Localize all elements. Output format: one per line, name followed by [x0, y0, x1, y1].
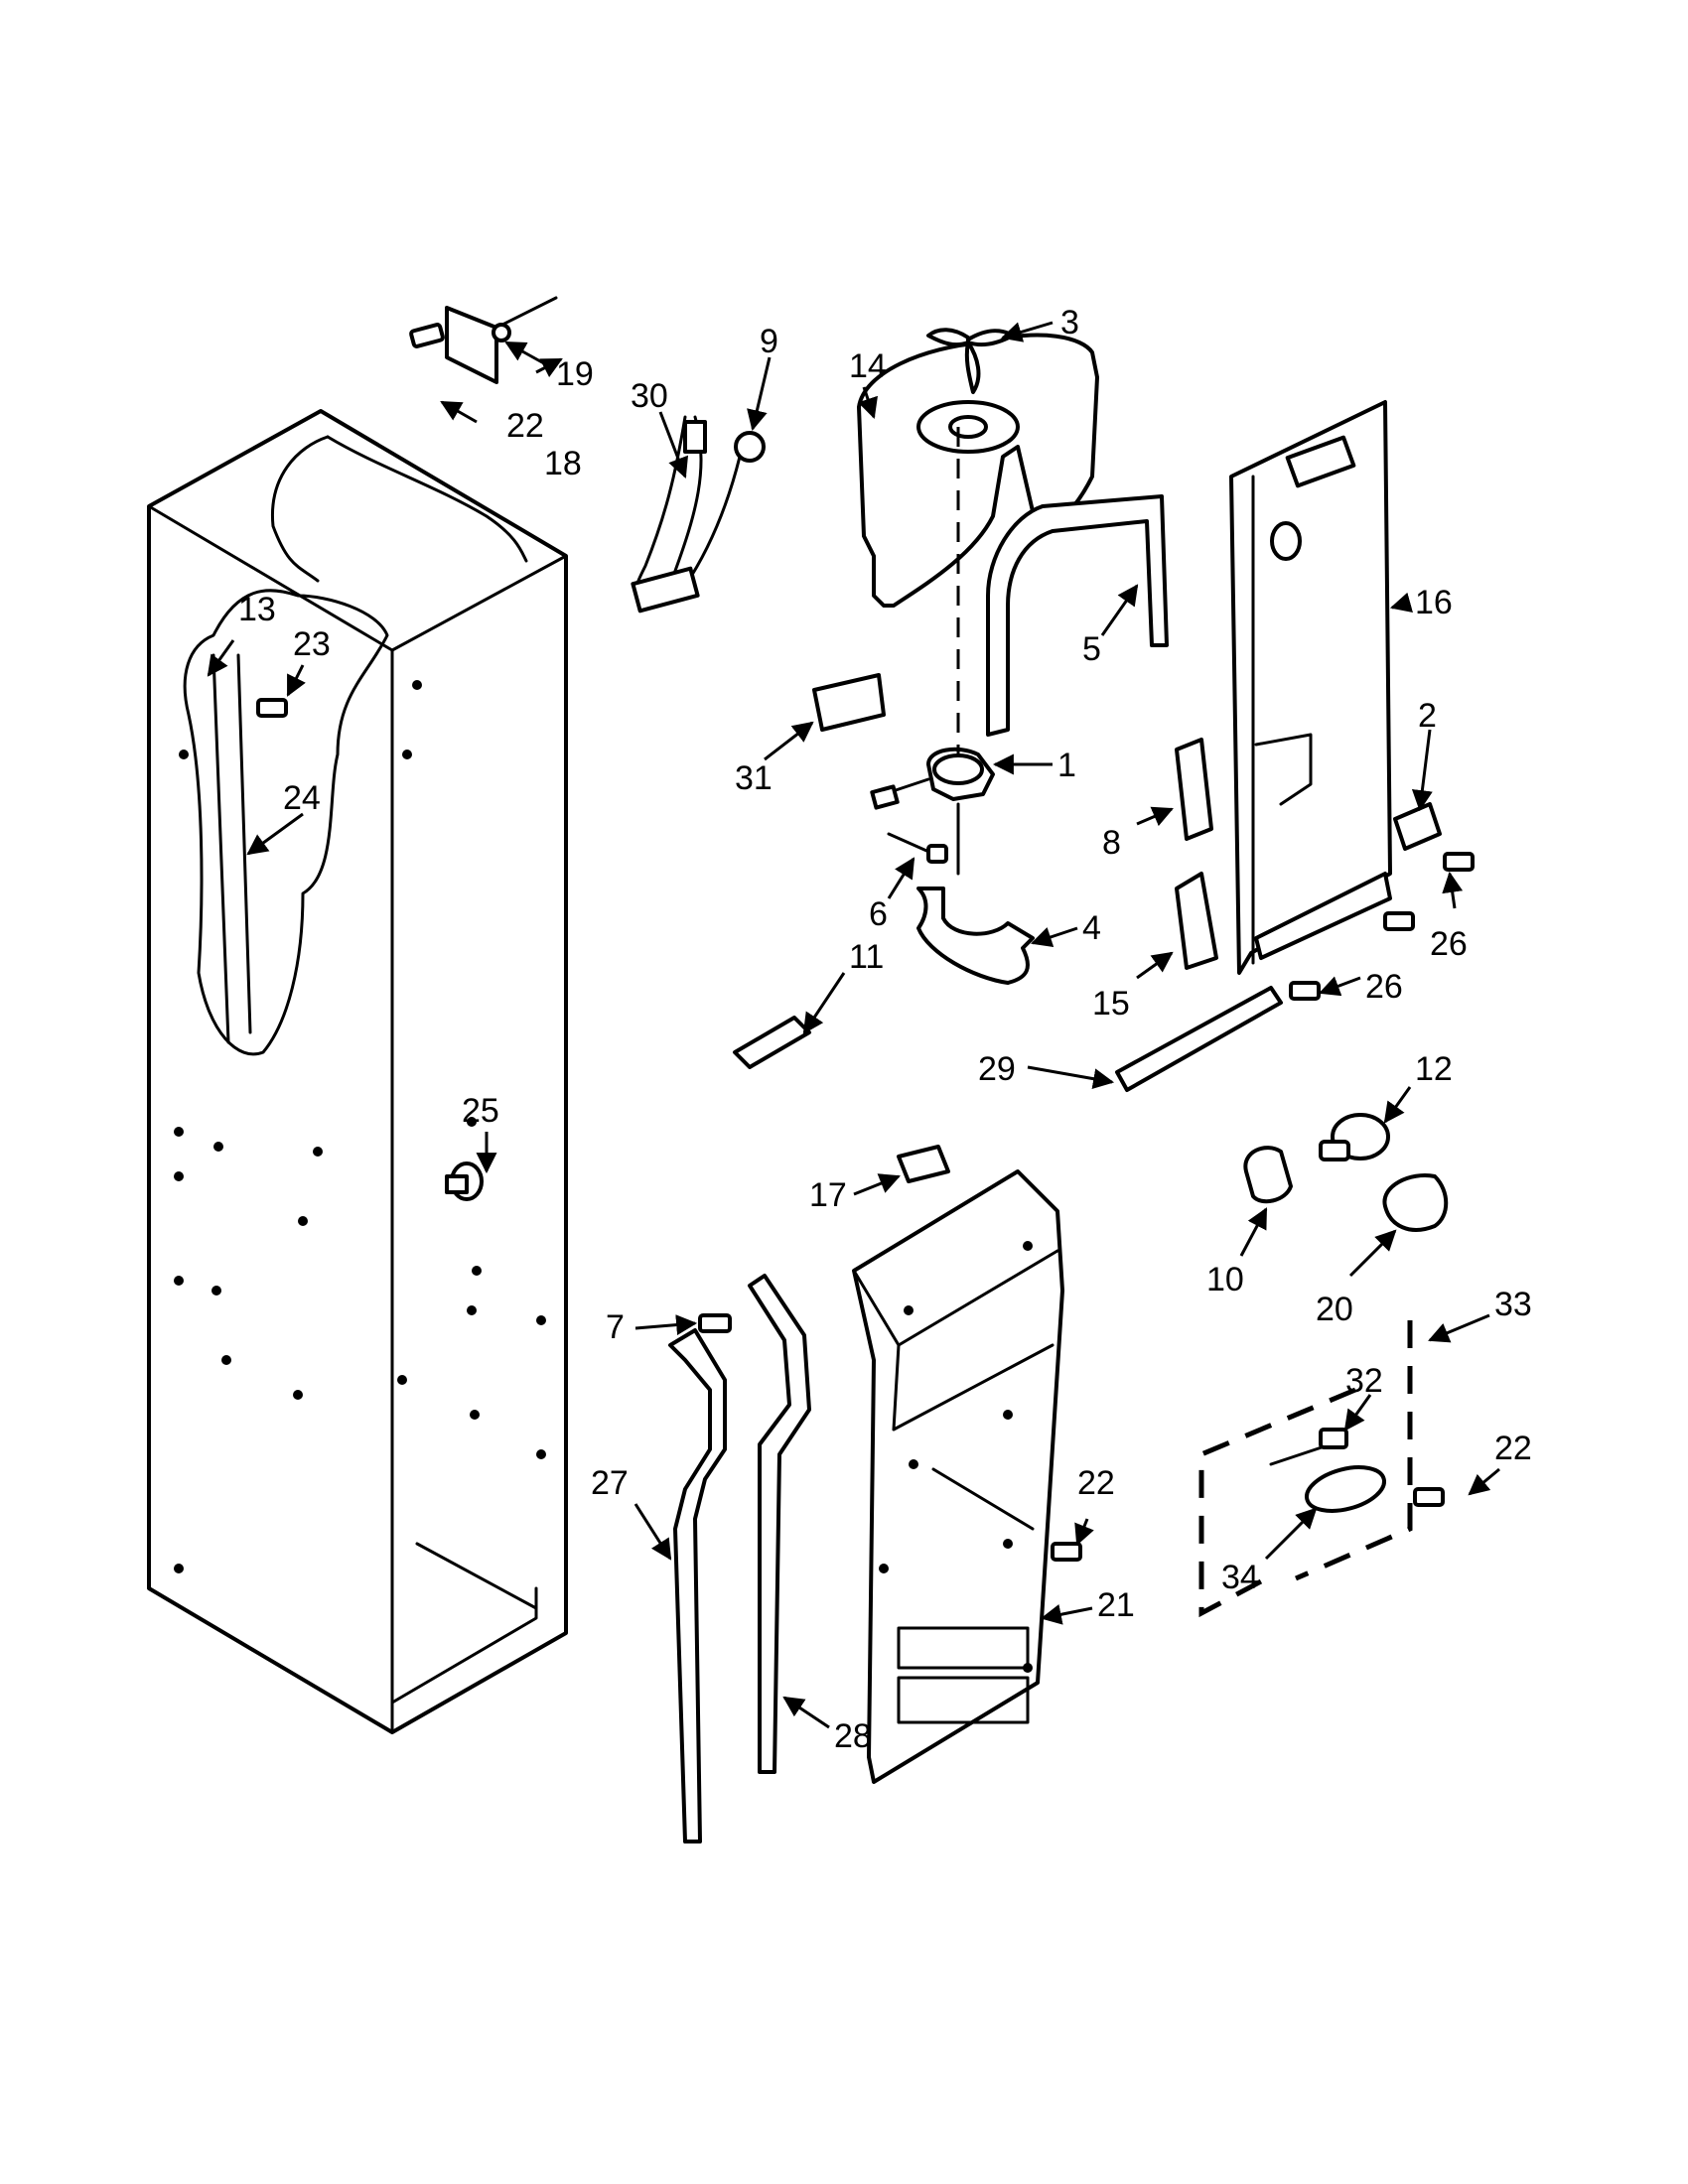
- clip-2: [1393, 802, 1442, 851]
- screw-22-top: [409, 323, 445, 348]
- screw-26-c: [1289, 981, 1321, 1001]
- callout-25: 25: [462, 1092, 499, 1130]
- trim-29: [1115, 986, 1283, 1092]
- callout-5: 5: [1082, 630, 1101, 668]
- callout-12: 12: [1415, 1050, 1453, 1088]
- fan-motor-1: [870, 747, 995, 810]
- bracket-27: [668, 1328, 727, 1843]
- cabinet-liner: [147, 409, 568, 1734]
- screw-23: [256, 698, 288, 718]
- callout-22-top: 22: [506, 407, 544, 445]
- callout-1: 1: [1057, 747, 1076, 784]
- rear-cover-21: [852, 1169, 1064, 1784]
- callout-21: 21: [1097, 1586, 1135, 1624]
- screw-22-mid: [1051, 1542, 1082, 1562]
- callout-27: 27: [591, 1464, 629, 1502]
- callout-6: 6: [869, 895, 888, 933]
- harness-30: [631, 415, 766, 614]
- callout-22-right: 22: [1494, 1430, 1532, 1467]
- callout-leaders: [207, 321, 1500, 1729]
- callout-4: 4: [1082, 909, 1101, 947]
- callout-7: 7: [606, 1308, 625, 1346]
- callout-15: 15: [1092, 985, 1130, 1023]
- callout-31: 31: [735, 759, 773, 797]
- callout-9: 9: [760, 323, 778, 360]
- gasket-5: [986, 494, 1169, 737]
- callout-24: 24: [283, 779, 321, 817]
- control-board-34: [1305, 1465, 1386, 1513]
- callout-26-left: 26: [1365, 968, 1403, 1006]
- callout-13: 13: [238, 591, 276, 628]
- screw-22-right: [1413, 1487, 1445, 1507]
- control-assembly-33: [1198, 1320, 1413, 1618]
- callout-29: 29: [978, 1050, 1016, 1088]
- light-socket-10: [1243, 1146, 1293, 1204]
- callout-23: 23: [293, 625, 331, 663]
- screw-6: [887, 832, 948, 864]
- fan-shroud-14: [857, 333, 1099, 608]
- callout-19: 19: [556, 355, 594, 393]
- callout-32: 32: [1345, 1362, 1383, 1400]
- callout-10: 10: [1206, 1261, 1244, 1298]
- callout-34: 34: [1221, 1559, 1259, 1596]
- callout-labels: 1 2 3 4 5 6 7 8 9 10 11 12 13 14 15 16 1…: [238, 304, 1532, 1755]
- bushing-25: [445, 1161, 484, 1201]
- light-bulb-12: [1319, 1113, 1390, 1161]
- callout-3: 3: [1060, 304, 1079, 341]
- screw-7: [698, 1313, 732, 1333]
- callout-14: 14: [849, 347, 887, 385]
- screw-26-a: [1443, 852, 1475, 872]
- motor-bracket-4: [916, 887, 1035, 985]
- callout-16: 16: [1415, 584, 1453, 621]
- callout-20: 20: [1316, 1291, 1353, 1328]
- callout-8: 8: [1102, 824, 1121, 862]
- label-17: [897, 1145, 950, 1183]
- rear-panel-16: [1229, 400, 1392, 975]
- gasket-28: [748, 1274, 811, 1774]
- filter-31: [812, 673, 886, 732]
- callout-2: 2: [1418, 697, 1437, 735]
- callout-17: 17: [809, 1176, 847, 1214]
- callout-28: 28: [834, 1717, 872, 1755]
- callout-18: 18: [544, 445, 582, 482]
- light-cover-20: [1382, 1173, 1449, 1232]
- callout-33: 33: [1494, 1286, 1532, 1323]
- connector-32: [1269, 1428, 1348, 1466]
- callout-11: 11: [849, 938, 884, 976]
- screw-26-b: [1383, 911, 1415, 931]
- clip-15: [1175, 872, 1218, 970]
- thermostat-11: [733, 1016, 811, 1069]
- clip-8: [1175, 738, 1213, 841]
- callout-22-mid: 22: [1077, 1464, 1115, 1502]
- bracket-19: [445, 296, 558, 384]
- callout-26-right: 26: [1430, 925, 1468, 963]
- callout-30: 30: [631, 377, 668, 415]
